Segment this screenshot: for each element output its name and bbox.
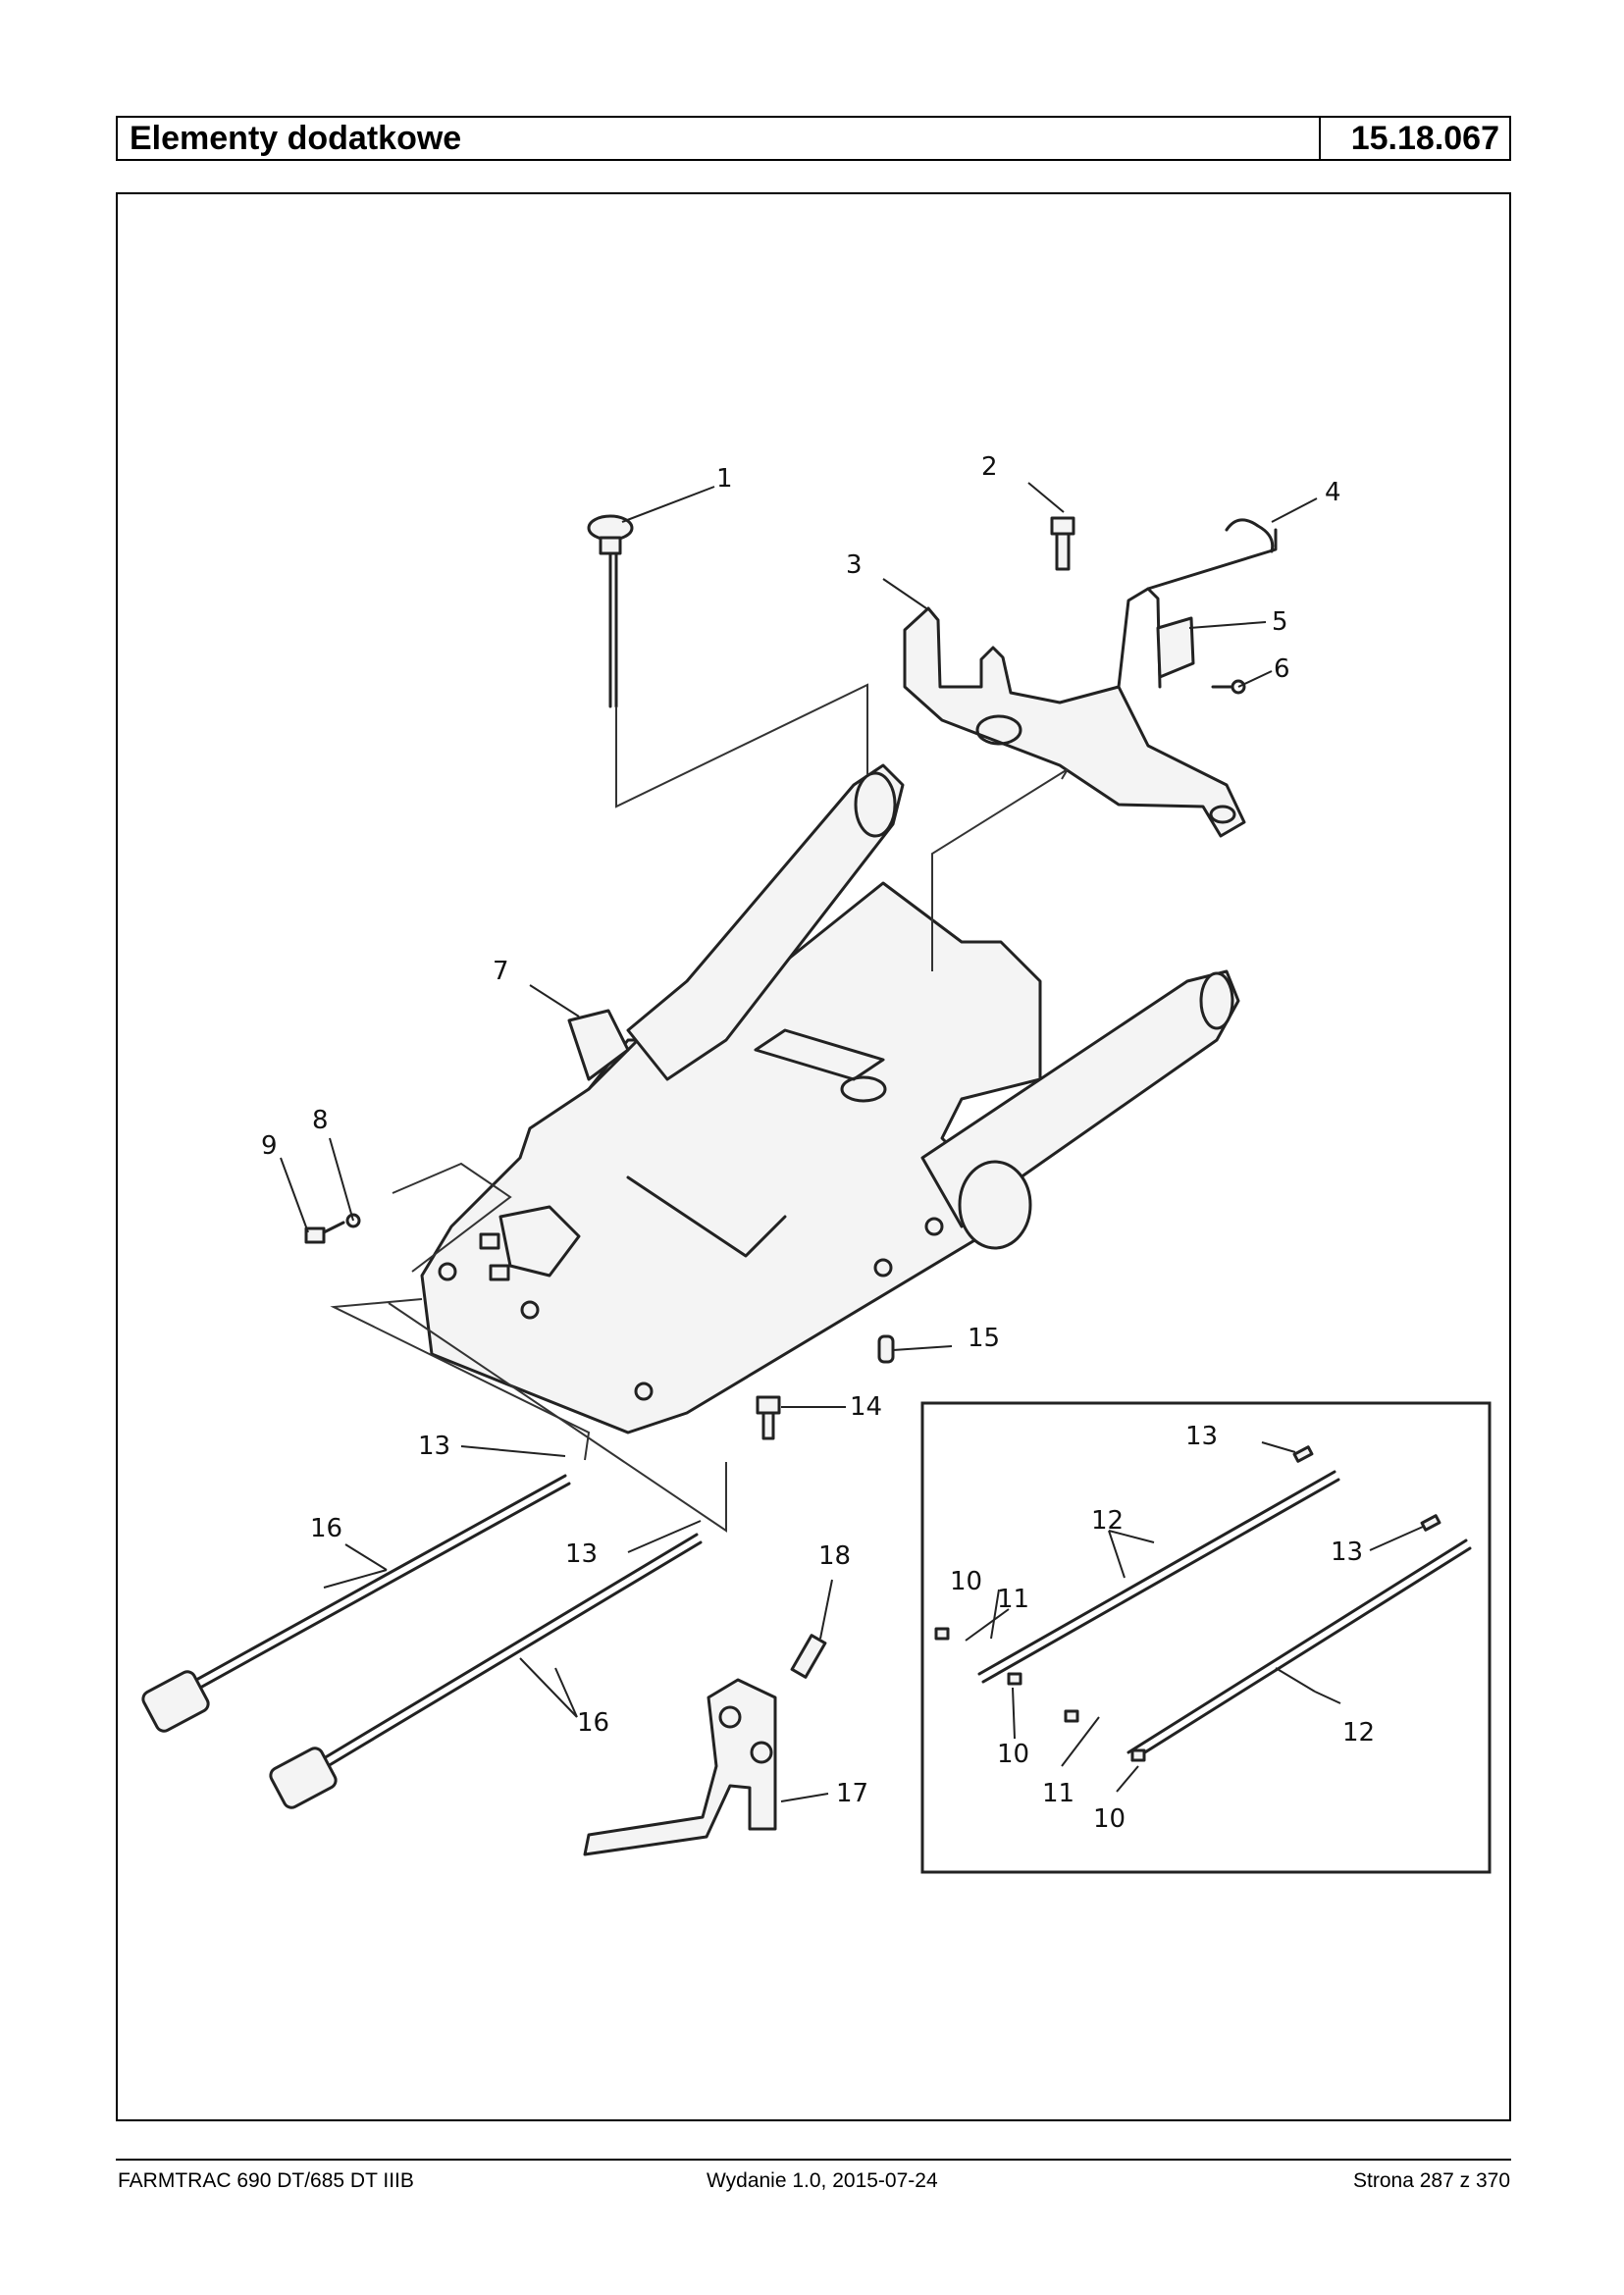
- callout-9: 9: [261, 1131, 278, 1161]
- callout-15: 15: [968, 1324, 1000, 1353]
- page-header: Elementy dodatkowe 15.18.067: [116, 116, 1511, 161]
- part-4-5-6-clip-assembly: [1117, 518, 1278, 695]
- callout-3: 3: [846, 550, 863, 580]
- footer-divider: [116, 2159, 1511, 2161]
- callout-13b: 13: [565, 1539, 598, 1569]
- inset-callout-13a: 13: [1185, 1422, 1218, 1451]
- inset-callout-12a: 12: [1091, 1506, 1124, 1536]
- footer-page-number: Strona 287 z 370: [1353, 2169, 1510, 2192]
- part-15-pin: [877, 1334, 895, 1364]
- callout-16b: 16: [577, 1708, 609, 1738]
- footer-edition: Wydanie 1.0, 2015-07-24: [707, 2169, 938, 2192]
- callout-2: 2: [981, 452, 998, 482]
- lift-housing: [420, 881, 1042, 1434]
- callout-6: 6: [1274, 654, 1290, 684]
- inset-callout-10b: 10: [997, 1740, 1029, 1769]
- callout-18: 18: [818, 1541, 851, 1571]
- part-2-bolt: [1050, 516, 1075, 571]
- callout-13a: 13: [418, 1432, 450, 1461]
- inset-callout-10c: 10: [1093, 1804, 1126, 1834]
- diagram-frame: [116, 192, 1511, 2121]
- callout-4: 4: [1325, 478, 1341, 507]
- leader-lines: [280, 482, 1318, 1802]
- callout-14: 14: [850, 1392, 882, 1422]
- inset-detail: [920, 1401, 1492, 1874]
- part-16-rods: [141, 1474, 703, 1809]
- lift-arms: [626, 763, 1240, 1250]
- inset-callout-10a: 10: [950, 1567, 982, 1596]
- callout-7: 7: [493, 957, 509, 986]
- callout-1: 1: [716, 464, 733, 494]
- inset-callout-11b: 11: [1042, 1779, 1074, 1808]
- inset-callout-12b: 12: [1342, 1718, 1375, 1747]
- part-1-dipstick: [587, 514, 634, 708]
- part-14-bolt: [756, 1395, 781, 1415]
- callout-17: 17: [836, 1779, 868, 1808]
- callout-5: 5: [1272, 607, 1288, 637]
- inset-callout-labels: 13 12 13 10 11 10 11 10 12: [950, 1422, 1375, 1834]
- part-17-18-bracket: [583, 1634, 827, 1856]
- callout-8: 8: [312, 1106, 329, 1135]
- part-8-9-fasteners: [304, 1205, 581, 1281]
- page-title: Elementy dodatkowe: [130, 120, 462, 157]
- footer-model: FARMTRAC 690 DT/685 DT IIIB: [118, 2169, 414, 2192]
- inset-callout-11a: 11: [997, 1585, 1029, 1614]
- callout-labels: 1 2 3 4 5 6 7 8 9 13 14 15 16 13 18 16 1…: [261, 452, 1341, 1808]
- part-14-shank: [761, 1411, 775, 1440]
- section-code: 15.18.067: [1319, 118, 1509, 159]
- inset-callout-13b: 13: [1331, 1538, 1363, 1567]
- part-7: [567, 1009, 630, 1081]
- callout-16a: 16: [310, 1514, 342, 1543]
